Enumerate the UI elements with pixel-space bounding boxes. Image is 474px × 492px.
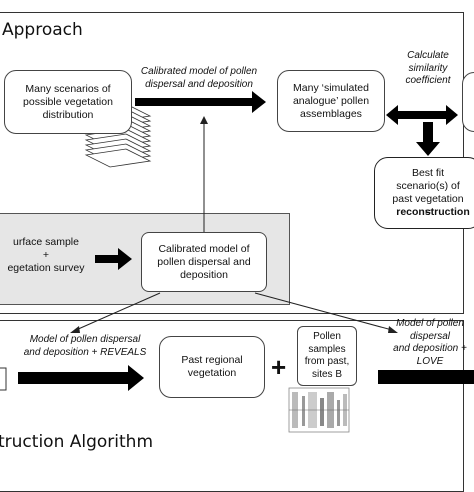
similarity-coefficient-label: Calculate similarity coefficient — [405, 50, 451, 86]
calibrated-model-box: Calibrated model of pollen dispersal and… — [141, 232, 267, 292]
arrow-scenarios-to-simulated — [135, 91, 266, 113]
surface-sample-text: urface sample + egetation survey — [7, 236, 85, 274]
calibrated-model-label: Calibrated model of pollen dispersal and… — [140, 66, 258, 90]
thin-arrow-to-loveo — [254, 292, 393, 331]
best-fit-box: Best fit scenario(s) of past vegetation … — [374, 157, 474, 229]
pollen-samples-box: Pollen samples from past, sites B — [297, 326, 357, 386]
love-label: Model of pollen dispersal and deposition… — [393, 318, 467, 367]
plus-sign: + — [271, 352, 287, 382]
arrow-to-past-regional — [18, 365, 144, 391]
arrow-down-to-bestfit — [416, 122, 440, 156]
thin-arrow-to-reveals — [75, 292, 161, 331]
pollen-diagram-thumbnail — [288, 387, 350, 433]
reconstruction-label: reconstruction — [396, 206, 470, 218]
arrow-similarity-double — [386, 105, 458, 125]
observed-pollen-box-partial — [462, 72, 474, 132]
simulated-assemblages-box: Many ‘simulated analogue’ pollen assembl… — [277, 70, 385, 132]
past-regional-vegetation-box: Past regional vegetation — [159, 336, 265, 398]
approach-title: Approach — [2, 20, 83, 40]
arrow-to-local — [378, 370, 474, 384]
algorithm-title: truction Algorithm — [0, 432, 154, 452]
scenarios-box: Many scenarios of possible vegetation di… — [4, 70, 132, 134]
arrow-survey-to-calibrated — [95, 248, 132, 270]
best-fit-text: Best fit scenario(s) of past vegetation … — [392, 167, 464, 218]
reveals-label: Model of pollen dispersal and deposition… — [23, 334, 147, 358]
